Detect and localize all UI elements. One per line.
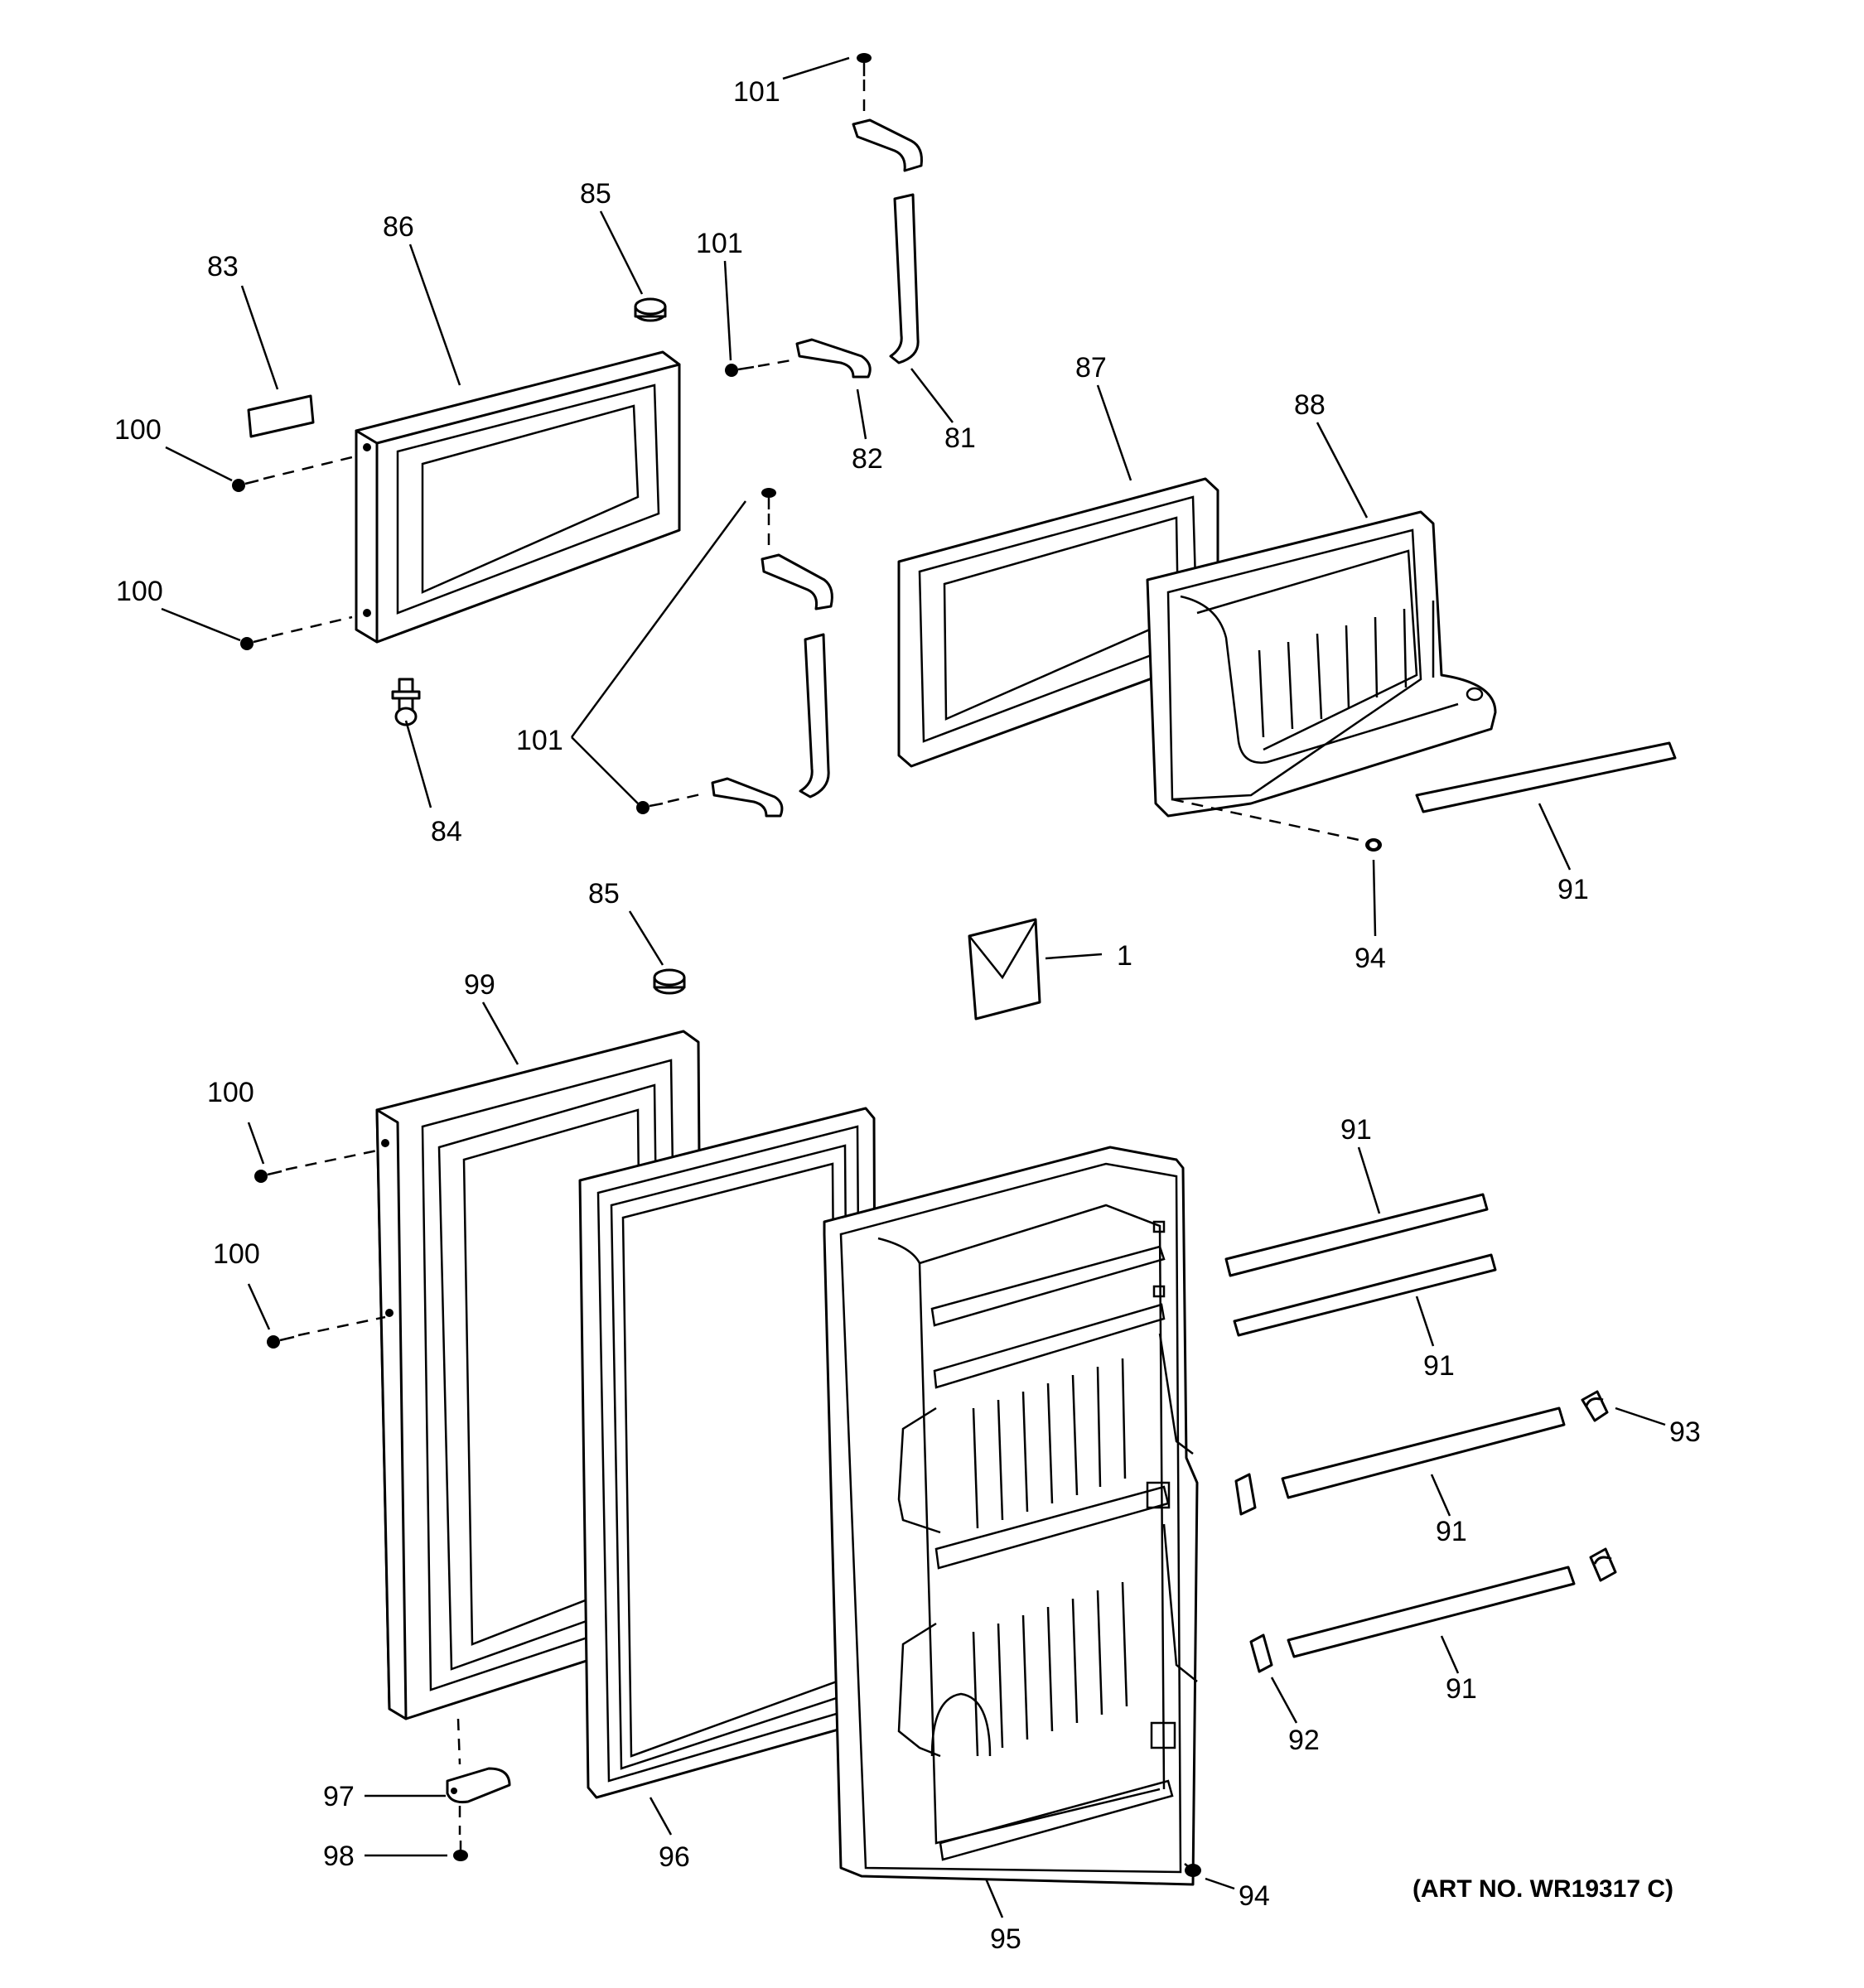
screw-101-top: [857, 53, 872, 76]
literature-envelope-1: [968, 918, 1041, 1021]
callout-91: 91: [1557, 874, 1589, 905]
callout-100: 100: [207, 1077, 254, 1108]
freezer-door-bin-88: [1146, 510, 1497, 818]
plug-85-bottom: [653, 968, 686, 995]
callout-87: 87: [1075, 352, 1107, 384]
callout-97: 97: [323, 1781, 355, 1812]
callout-83: 83: [207, 251, 239, 282]
hinge-bottom-small: [711, 777, 784, 818]
callout-92: 92: [1288, 1725, 1320, 1756]
callout-85: 85: [588, 878, 620, 910]
nameplate-83: [247, 394, 315, 438]
callout-100: 100: [116, 576, 163, 607]
screw-101-lower-top: [761, 488, 776, 509]
callout-81: 81: [944, 422, 976, 454]
callout-91: 91: [1340, 1114, 1372, 1146]
fresh-food-door-liner-95: [823, 1146, 1199, 1886]
callout-98: 98: [323, 1841, 355, 1872]
callout-1: 1: [1117, 940, 1132, 972]
handle-lower: [799, 633, 830, 799]
hinge-bracket-upper: [852, 118, 923, 172]
callout-95: 95: [990, 1923, 1021, 1955]
end-cap-93-b: [1234, 1473, 1257, 1516]
screw-100-a: [232, 479, 259, 492]
callout-100: 100: [114, 414, 162, 446]
callout-88: 88: [1294, 389, 1326, 421]
shelf-bar-91-d: [1281, 1407, 1566, 1499]
handle-81: [889, 193, 920, 364]
screw-100-d: [267, 1335, 295, 1349]
callout-96: 96: [659, 1841, 690, 1873]
shelf-bar-91-e: [1287, 1566, 1576, 1658]
screw-100-c: [254, 1170, 282, 1183]
screw-101-lower: [636, 801, 664, 814]
screw-94-lower: [1184, 1863, 1201, 1877]
screw-100-b: [240, 637, 268, 650]
art-number: (ART NO. WR19317 C): [1412, 1875, 1673, 1903]
plug-85-top: [634, 297, 667, 322]
callout-85: 85: [580, 178, 611, 210]
callout-94: 94: [1355, 943, 1386, 974]
callout-101: 101: [696, 228, 743, 259]
callout-101: 101: [516, 725, 563, 756]
hinge-97: [446, 1767, 511, 1803]
end-cap-93-a: [1581, 1390, 1609, 1422]
callout-100: 100: [213, 1238, 260, 1270]
hinge-bracket-lower: [761, 553, 833, 610]
hinge-pin-84: [391, 678, 421, 726]
leader-lines: [161, 56, 1666, 1918]
callout-93: 93: [1669, 1416, 1701, 1448]
screw-94-upper: [1365, 838, 1382, 852]
callout-91: 91: [1446, 1673, 1477, 1705]
freezer-door-outer-86: [355, 350, 681, 644]
callout-91: 91: [1436, 1516, 1467, 1547]
callout-99: 99: [464, 969, 495, 1001]
callout-94: 94: [1239, 1880, 1270, 1912]
callout-82: 82: [852, 443, 883, 475]
shelf-bar-91-b: [1224, 1193, 1489, 1277]
callout-labels: 101 85 86 83 100 100 101 82 81 84 101 87…: [114, 76, 1701, 1955]
callout-91: 91: [1423, 1350, 1455, 1382]
end-cap-93-c: [1589, 1547, 1617, 1582]
shelf-bar-91-a: [1415, 741, 1677, 813]
callout-86: 86: [383, 211, 414, 243]
callout-84: 84: [431, 816, 462, 847]
callout-101: 101: [733, 76, 780, 108]
shelf-bar-91-c: [1233, 1253, 1497, 1337]
screw-98: [453, 1841, 468, 1861]
screw-101-mid: [725, 364, 755, 377]
end-cap-92: [1249, 1633, 1273, 1673]
hinge-82: [795, 338, 872, 379]
